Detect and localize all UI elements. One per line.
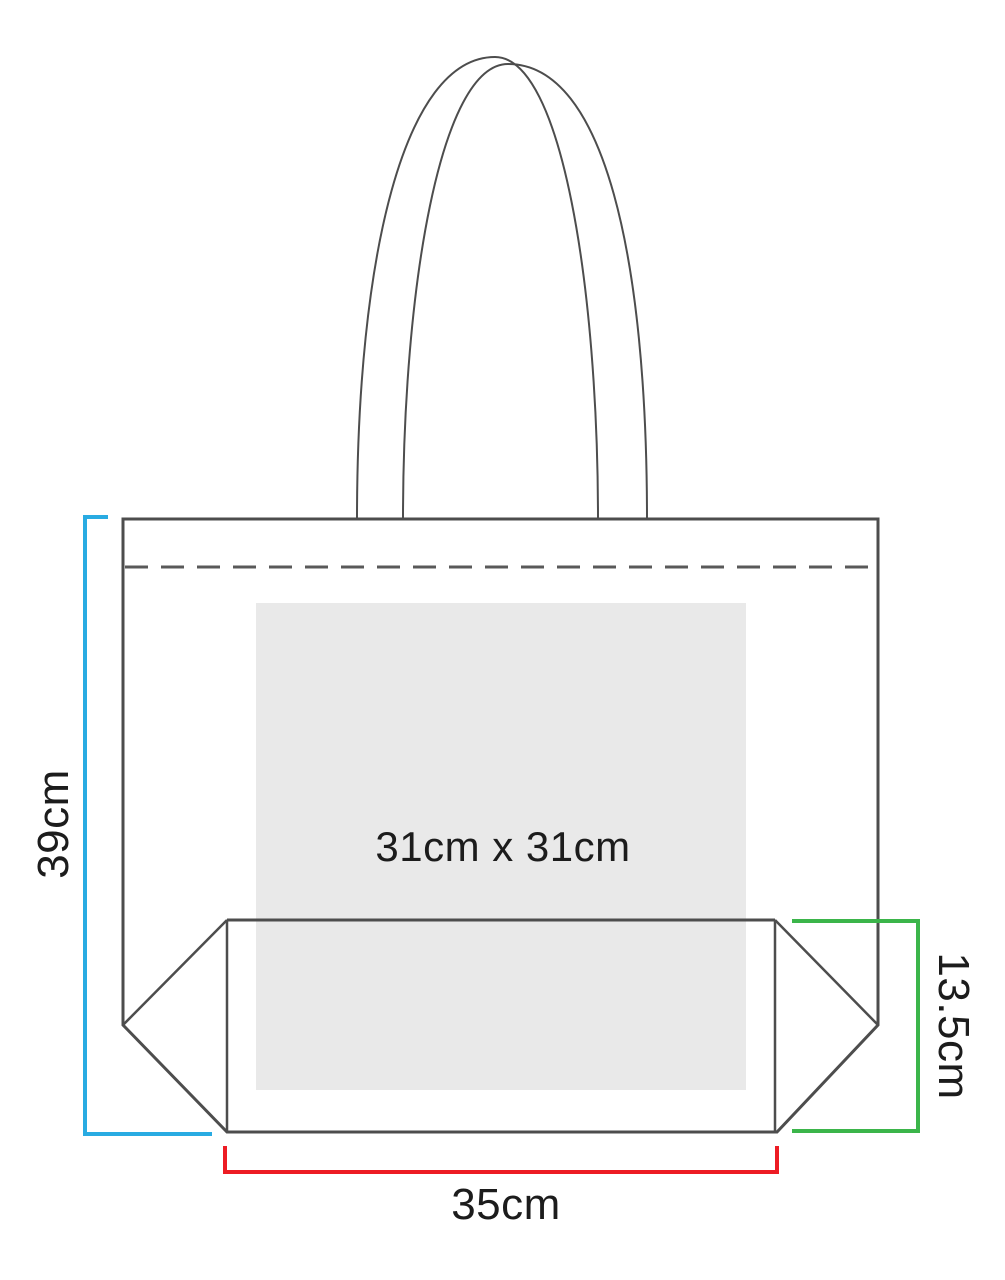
height-dimension-bracket (83, 515, 212, 1136)
gusset-crease-left (122, 919, 228, 1026)
handle-strap-arc-right (402, 62, 648, 520)
print-area-rect (256, 603, 746, 1090)
gusset-dimension-label: 13.5cm (929, 952, 978, 1100)
width-dimension-bracket (223, 1146, 779, 1174)
height-dimension-label: 39cm (29, 769, 78, 879)
width-dimension-label: 35cm (451, 1180, 561, 1229)
handle-strap-arc-left (356, 55, 599, 520)
print-area-dimension-label: 31cm x 31cm (375, 823, 631, 870)
gusset-dimension-bracket (792, 919, 920, 1133)
gusset-crease-right (774, 919, 879, 1026)
